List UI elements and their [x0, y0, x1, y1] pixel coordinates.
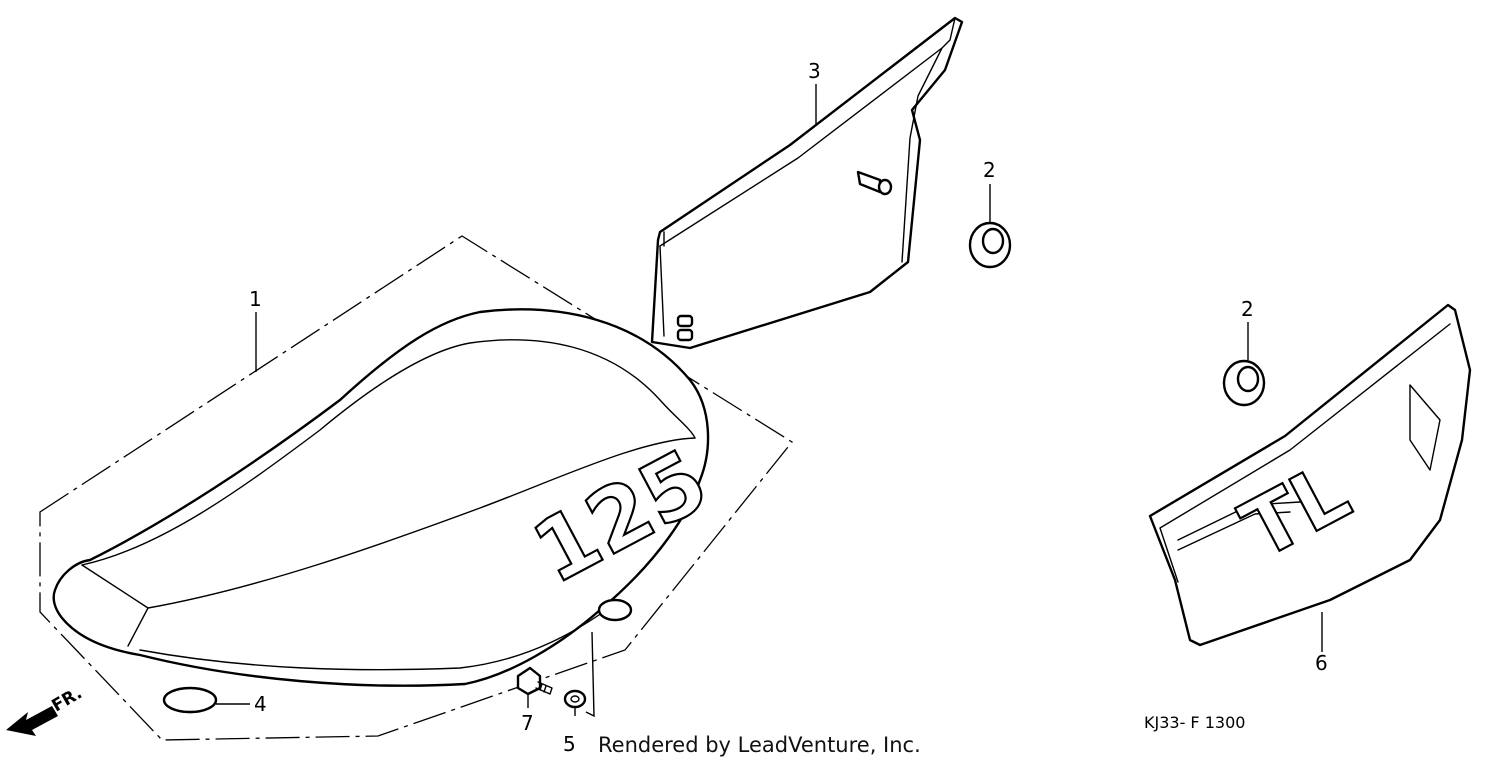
seat-front-panel	[81, 437, 696, 647]
bolt[interactable]: 7	[516, 666, 553, 735]
cushion-base	[163, 701, 217, 714]
side-cover-5-rim	[1159, 323, 1451, 583]
front-arrow-icon	[6, 706, 58, 736]
render-credit: Rendered by LeadVenture, Inc.	[598, 733, 921, 757]
callout-1: 1	[249, 287, 262, 311]
callout-5: 6	[1315, 651, 1328, 675]
callout-2-lower: 2	[1241, 297, 1254, 321]
washer[interactable]: 5	[563, 631, 595, 756]
right-side-cover[interactable]: 3	[650, 16, 964, 350]
bolt-head	[516, 666, 542, 696]
seat-assembly-outline	[39, 235, 793, 741]
bolt-thread	[535, 681, 553, 695]
front-direction-indicator: FR.	[6, 683, 86, 736]
side-cover-grommet-lower[interactable]: 2	[1222, 297, 1266, 407]
callout-7: 7	[521, 711, 534, 735]
diagram-code: KJ33- F 1300	[1144, 713, 1245, 732]
callout-2-upper: 2	[983, 158, 996, 182]
seat-rubber-cushion[interactable]: 4	[162, 686, 267, 716]
side-cover-5-stripe	[1177, 501, 1301, 551]
washer-ring	[563, 689, 587, 709]
grommet-upper-inner	[981, 227, 1005, 255]
callout-3: 3	[808, 59, 821, 83]
side-cover-3-rim	[659, 17, 956, 263]
left-side-cover[interactable]: TL 6	[1148, 303, 1472, 675]
side-cover-grommet-upper[interactable]: 2	[968, 158, 1012, 269]
side-cover-5-body	[1148, 303, 1472, 647]
callout-6: 5	[563, 732, 576, 756]
side-cover-3-clip-a	[676, 314, 694, 328]
seat-side-edge	[139, 599, 621, 671]
callout-4: 4	[254, 692, 267, 716]
side-cover-5-recess	[1409, 384, 1441, 471]
seat-body	[52, 308, 710, 687]
seat-surface-edge	[81, 339, 696, 566]
side-cover-3-inner	[659, 231, 665, 337]
leader-6	[574, 631, 595, 718]
side-cover-3-clip-b	[676, 328, 694, 342]
side-cover-3-pin-end	[877, 178, 893, 196]
washer-hole	[570, 695, 580, 703]
grommet-lower-inner	[1236, 365, 1260, 393]
seat-bracket	[597, 598, 633, 622]
